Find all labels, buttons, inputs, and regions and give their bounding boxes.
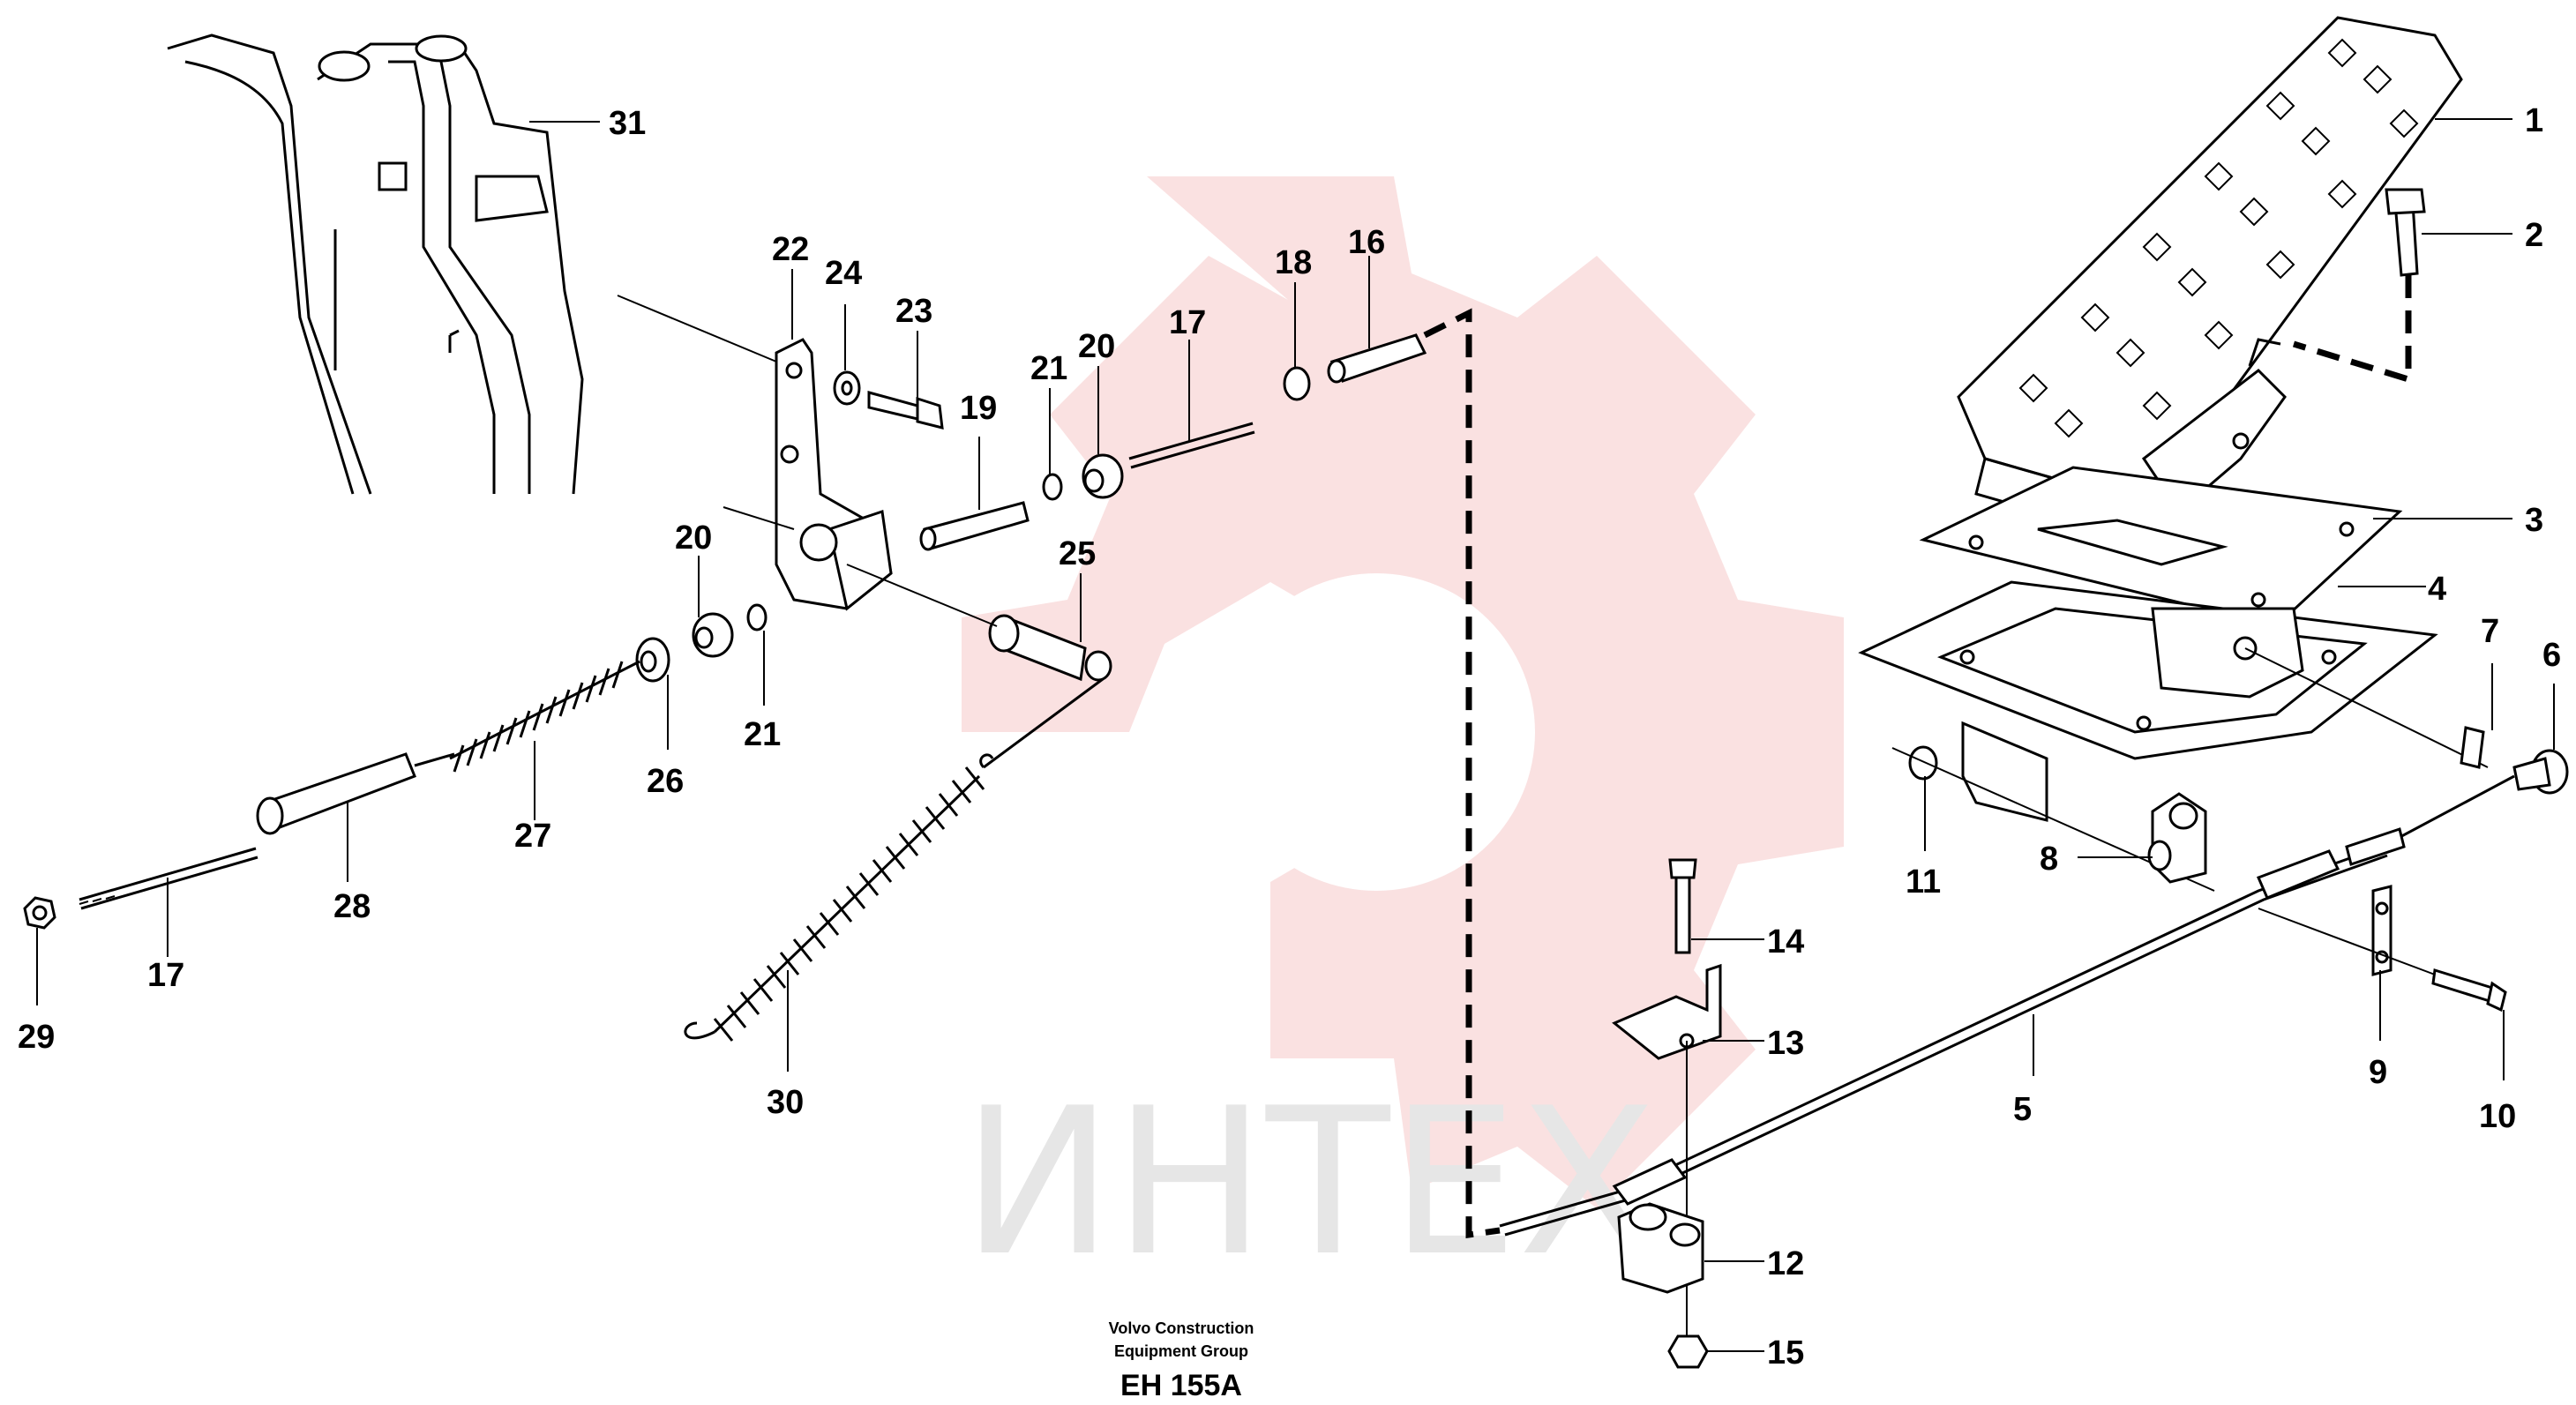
label-14: 14 [1767, 923, 1804, 960]
label-23: 23 [895, 293, 932, 330]
label-24: 24 [825, 255, 862, 292]
watermark-text: ИНТЕХ [962, 1065, 1657, 1301]
part-9-tab [2371, 885, 2393, 976]
label-18: 18 [1275, 244, 1312, 281]
label-5: 5 [2013, 1091, 2032, 1128]
label-7: 7 [2481, 613, 2499, 650]
label-13: 13 [1767, 1025, 1804, 1062]
part-20-bushing-upper [1082, 453, 1124, 499]
part-15-nut [1667, 1334, 1709, 1369]
label-3: 3 [2525, 502, 2543, 539]
part-23-bolt [867, 391, 944, 430]
part-14-bolt [1668, 858, 1697, 954]
part-3-mounting-plate [1919, 466, 2403, 628]
axis-line-pedal [2244, 647, 2489, 768]
part-31-housing [167, 34, 584, 495]
caption-company-line2: Equipment Group [1114, 1342, 1248, 1360]
label-21-lower: 21 [744, 716, 781, 753]
label-26: 26 [647, 763, 684, 800]
part-2-bolt [2385, 188, 2426, 277]
part-17-rod-upper [1128, 422, 1255, 469]
part-12-clamp [1617, 1202, 1704, 1294]
part-28-sleeve [256, 752, 455, 835]
part-10-bolt [2431, 968, 2507, 1013]
label-20-lower: 20 [675, 519, 712, 557]
part-1-pedal [1957, 16, 2463, 531]
part-26-cup-washer [635, 637, 670, 683]
part-19-pin [919, 501, 1030, 551]
bolt-2-dashed-path [2292, 275, 2412, 384]
watermark-logo [962, 176, 1844, 1208]
axis-line-lever [846, 564, 998, 627]
axis-line-10 [2258, 908, 2436, 975]
label-1: 1 [2525, 102, 2543, 139]
label-31: 31 [609, 105, 646, 142]
label-17-lower: 17 [147, 957, 184, 994]
label-8: 8 [2040, 841, 2058, 878]
label-21-upper: 21 [1030, 350, 1067, 387]
label-2: 2 [2525, 217, 2543, 254]
part-30-return-spring [684, 677, 1104, 1042]
part-21-washer-upper [1042, 473, 1063, 501]
part-13-bracket [1612, 963, 1722, 1060]
part-18-nut [1283, 366, 1311, 401]
caption-company-line1: Volvo Construction [1109, 1319, 1254, 1337]
part-5-cable [1499, 774, 2515, 1237]
label-19: 19 [960, 390, 997, 427]
part-20-bushing-lower [692, 612, 734, 658]
label-12: 12 [1767, 1245, 1804, 1282]
leader-22-axis [617, 295, 777, 362]
part-11-washer [1908, 745, 1938, 781]
part-21-washer-lower [746, 603, 768, 632]
label-20-upper: 20 [1078, 328, 1115, 365]
part-4-gasket [1858, 580, 2438, 760]
part-17-rod-lower [79, 847, 258, 910]
pedal-lower-bracket [1961, 607, 2304, 822]
label-16: 16 [1348, 224, 1385, 261]
label-29: 29 [18, 1019, 55, 1056]
part-16-coupling [1327, 333, 1427, 384]
cable-route-dashed [1423, 308, 1501, 1239]
caption-diagram-code: EH 155A [1120, 1369, 1242, 1402]
part-6-knob [2512, 749, 2569, 795]
label-25: 25 [1059, 535, 1096, 572]
part-22-lever [775, 338, 893, 611]
label-9: 9 [2369, 1054, 2387, 1091]
label-22: 22 [772, 231, 809, 268]
label-10: 10 [2479, 1098, 2516, 1135]
part-8-clamp [2147, 792, 2207, 884]
part-27-spring [449, 660, 640, 773]
label-15: 15 [1767, 1334, 1804, 1371]
label-17-upper: 17 [1169, 304, 1206, 341]
label-6: 6 [2542, 637, 2561, 674]
part-25-clevis [988, 614, 1112, 682]
label-27: 27 [514, 818, 551, 855]
part-29-nut [23, 896, 56, 930]
leader-22-axis-b [723, 506, 795, 530]
label-4: 4 [2428, 571, 2446, 608]
part-7-clip [2460, 726, 2485, 769]
label-11: 11 [1906, 863, 1941, 901]
label-30: 30 [767, 1084, 804, 1121]
label-28: 28 [333, 888, 371, 925]
watermark-gear-hole [1217, 573, 1535, 891]
part-24-washer [833, 370, 861, 406]
